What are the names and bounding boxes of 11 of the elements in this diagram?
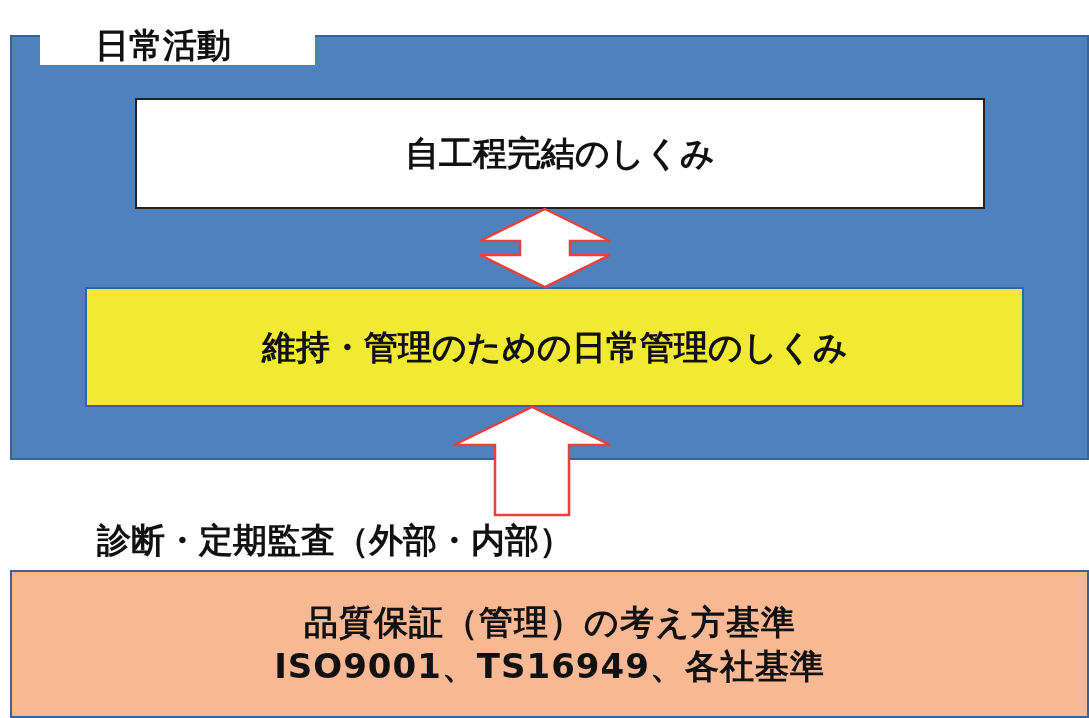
box-text: 維持・管理のための日常管理のしくみ: [261, 325, 848, 369]
block-arrow: [452, 405, 612, 517]
box-text: 品質保証（管理）の考え方基準: [303, 600, 796, 644]
box-text: ISO9001、TS16949、各社基準: [274, 645, 825, 688]
block-arrow: [478, 207, 612, 289]
process-box: [135, 98, 985, 209]
audit-label: 診断・定期監査（外部・内部）: [97, 518, 573, 562]
process-box: [85, 287, 1024, 407]
panel-heading: 日常活動: [40, 25, 315, 65]
box-text: 自工程完結のしくみ: [405, 132, 715, 176]
standards-box: [10, 570, 1089, 718]
